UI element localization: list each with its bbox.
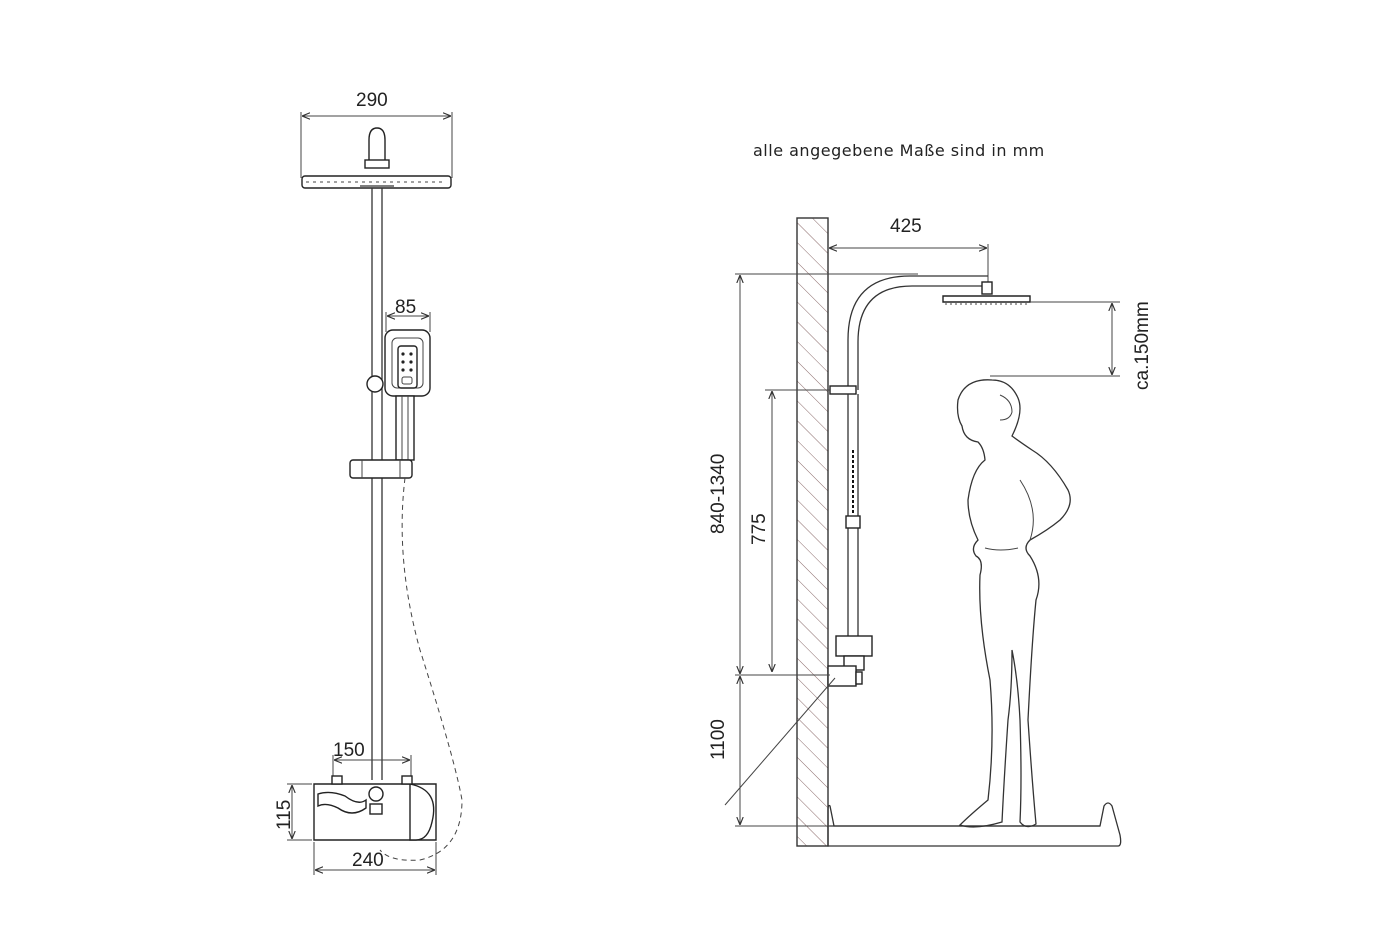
dim-head-width-label: 290 xyxy=(356,90,388,111)
dim-head-clearance-label: ca.150mm xyxy=(1132,301,1153,390)
thermostat-mixer xyxy=(313,775,437,841)
side-view: 425 ca.150mm xyxy=(708,216,1153,847)
dim-rail-length-label: 775 xyxy=(749,513,770,545)
rain-shower-head xyxy=(301,127,452,189)
shower-hose xyxy=(379,477,463,861)
dim-mixer-height-side: 1100 xyxy=(708,674,836,827)
hand-shower xyxy=(366,329,431,461)
dim-mixer-width: 240 xyxy=(313,842,437,875)
dim-head-width: 290 xyxy=(300,90,453,178)
dim-handshower-width-label: 85 xyxy=(395,297,416,318)
dim-handshower-width: 85 xyxy=(385,297,431,332)
dim-mixer-height-label: 115 xyxy=(274,800,295,830)
dim-mixer-width-label: 240 xyxy=(352,850,384,871)
shower-arm xyxy=(847,275,1031,390)
shower-tray xyxy=(827,802,1122,847)
riser-pipe xyxy=(371,188,383,780)
riser-side xyxy=(829,385,861,640)
wall-hatched xyxy=(796,217,829,847)
dim-mixer-spacing-label: 150 xyxy=(333,740,365,761)
dim-arm-reach-label: 425 xyxy=(890,216,922,237)
dim-rail-length: 775 xyxy=(749,389,830,672)
dim-mixer-spacing: 150 xyxy=(332,740,412,778)
dim-mixer-height: 115 xyxy=(274,783,312,841)
units-note: alle angegebene Maße sind in mm xyxy=(753,141,1045,160)
dim-head-clearance: ca.150mm xyxy=(990,301,1153,390)
front-view: 290 85 xyxy=(274,90,463,875)
dim-height-range-label: 840-1340 xyxy=(708,454,729,534)
handshower-holder xyxy=(349,459,413,479)
dim-mixer-height-side-label: 1100 xyxy=(708,719,729,760)
dim-arm-reach: 425 xyxy=(829,216,989,290)
mixer-side xyxy=(827,635,873,687)
dim-height-range: 840-1340 xyxy=(708,273,918,674)
person-silhouette xyxy=(956,379,1071,828)
